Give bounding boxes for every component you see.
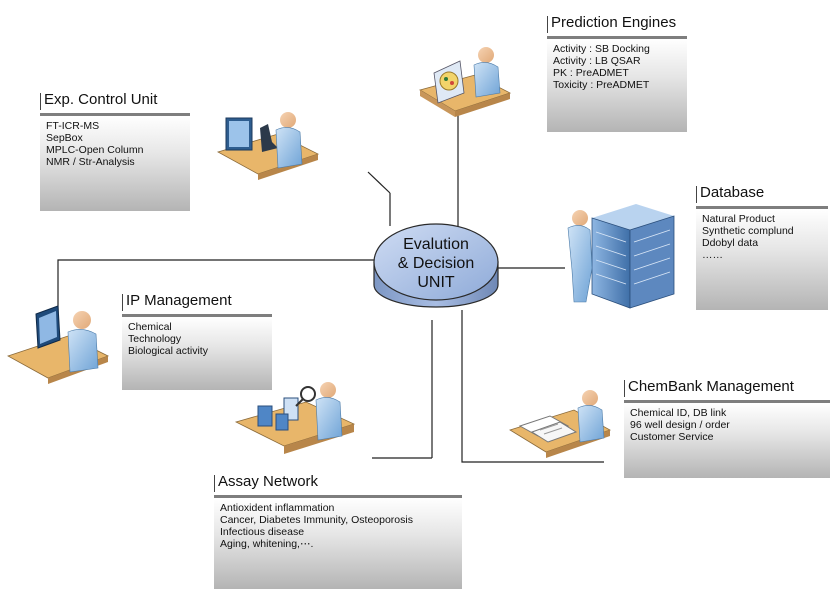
panel-tick: [696, 186, 697, 203]
computer-operator-icon: [7, 305, 110, 384]
panel-item: Technology: [128, 333, 182, 345]
hub-line-2: & Decision: [397, 255, 475, 272]
panel-item: MPLC-Open Column: [46, 144, 144, 156]
panel-box: [40, 113, 190, 211]
hub-line-3: UNIT: [417, 274, 455, 291]
panel-assay-network: Assay Network Antioxident inflammation C…: [214, 473, 462, 589]
panel-item: Antioxident inflammation: [220, 502, 335, 514]
researcher-conveyor-icon: [234, 382, 356, 454]
panel-title: Assay Network: [218, 473, 319, 490]
panel-item: Chemical: [128, 321, 172, 333]
panel-box: [122, 314, 272, 390]
hub-line-1: Evalution: [403, 236, 469, 253]
panel-item: Aging, whitening,⋯.: [220, 538, 314, 550]
panel-item: Biological activity: [128, 345, 208, 357]
panel-item: Activity : LB QSAR: [553, 55, 641, 67]
panel-tick: [214, 475, 215, 492]
panel-title: Database: [700, 184, 765, 201]
panel-item: Infectious disease: [220, 526, 305, 538]
panel-title: ChemBank Management: [628, 378, 794, 395]
panel-item: FT-ICR-MS: [46, 120, 100, 132]
panel-tick: [624, 380, 625, 397]
hub-cylinder: [373, 223, 499, 308]
panel-box: [547, 36, 687, 132]
panel-item: Cancer, Diabetes Immunity, Osteoporosis: [220, 514, 413, 526]
connector-lines: [57, 93, 604, 463]
panel-box: [624, 400, 830, 478]
panel-exp-control-unit: Exp. Control Unit FT-ICR-MS SepBox MPLC-…: [40, 91, 190, 211]
panel-prediction-engines: Prediction Engines Activity : SB Docking…: [547, 14, 687, 132]
panel-item: Toxicity : PreADMET: [553, 79, 650, 91]
panel-item: SepBox: [46, 132, 83, 144]
panel-tick: [547, 16, 548, 33]
panel-tick: [122, 294, 123, 311]
panel-item: Synthetic complund: [702, 225, 794, 237]
panel-item: Customer Service: [630, 431, 714, 443]
server-operator-icon: [567, 204, 675, 309]
connector-chembank: [461, 310, 604, 463]
scientist-microscope-icon: [216, 112, 320, 180]
analyst-screen-icon: [418, 47, 512, 117]
connector-ip: [57, 259, 374, 325]
panel-item: NMR / Str-Analysis: [46, 156, 135, 168]
hub-label: Evalution & Decision UNIT: [374, 235, 498, 292]
panel-item: Activity : SB Docking: [553, 43, 650, 55]
panel-item: ……: [702, 249, 723, 261]
panel-title: Prediction Engines: [551, 14, 677, 31]
panel-item: Chemical ID, DB link: [630, 407, 727, 419]
panel-ip-management: IP Management Chemical Technology Biolog…: [122, 292, 272, 390]
panel-title: IP Management: [126, 292, 232, 309]
panel-database: Database Natural Product Synthetic compl…: [696, 184, 828, 310]
panel-chembank-management: ChemBank Management Chemical ID, DB link…: [624, 378, 830, 478]
panel-box: [214, 495, 462, 589]
panel-title: Exp. Control Unit: [44, 91, 158, 108]
panel-item: Ddobyl data: [702, 237, 759, 249]
panel-item: 96 well design / order: [630, 419, 730, 431]
panel-item: Natural Product: [702, 213, 775, 225]
panel-item: PK : PreADMET: [553, 67, 629, 79]
panel-box: [696, 206, 828, 310]
connector-exp-a: [367, 171, 391, 194]
panel-tick: [40, 93, 41, 110]
clerk-documents-icon: [509, 390, 611, 458]
